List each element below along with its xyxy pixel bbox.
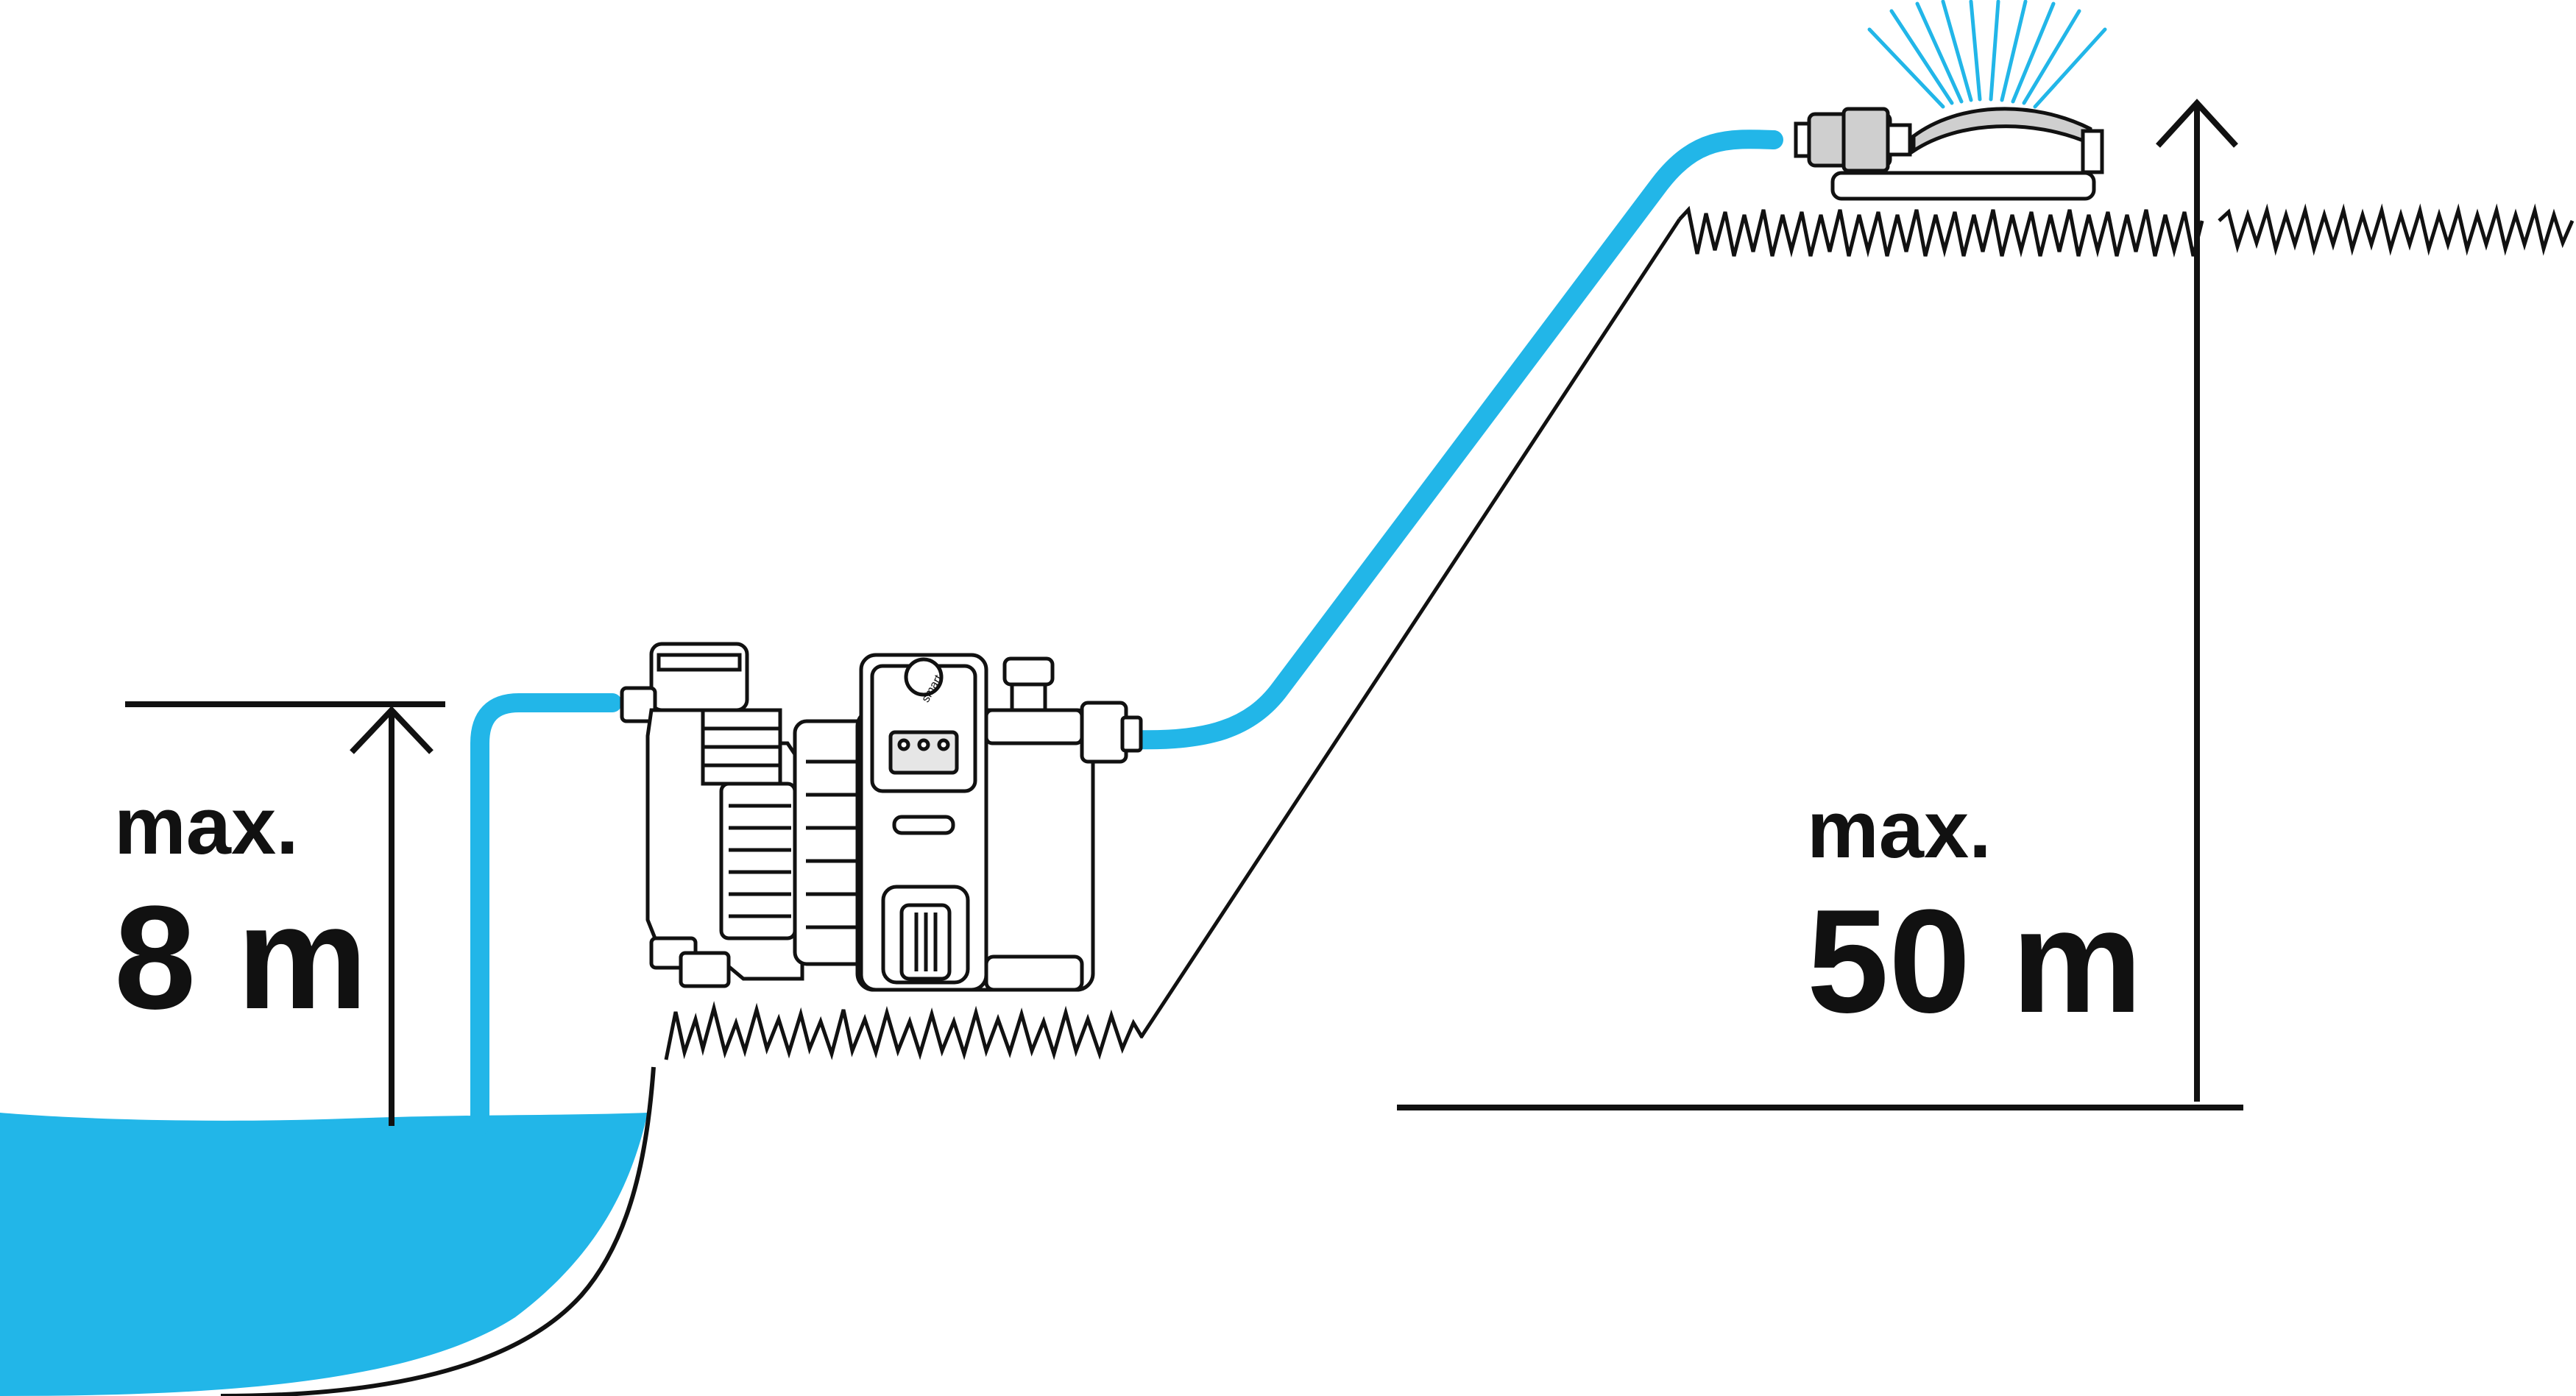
pump bbox=[620, 642, 1143, 992]
delivery-height-indicator bbox=[1397, 99, 2243, 1110]
grass-right bbox=[2218, 203, 2575, 256]
bank-outline bbox=[220, 1066, 656, 1396]
delivery-hose bbox=[1124, 130, 1783, 750]
suction-hose bbox=[470, 693, 622, 1135]
suction-height-value: 8 m bbox=[114, 876, 368, 1040]
slope-line bbox=[1139, 218, 1682, 1039]
delivery-max-label: max. bbox=[1807, 784, 1992, 875]
delivery-height-value: 50 m bbox=[1807, 879, 2142, 1044]
sprinkler-water-spray bbox=[1867, 0, 2107, 109]
suction-max-label: max. bbox=[114, 781, 299, 871]
sprinkler bbox=[1794, 0, 2107, 201]
water-body bbox=[0, 1113, 648, 1396]
grass-pump-level bbox=[664, 1001, 1144, 1060]
suction-height-indicator bbox=[125, 701, 445, 1126]
grass-hill-top bbox=[1678, 205, 2204, 258]
